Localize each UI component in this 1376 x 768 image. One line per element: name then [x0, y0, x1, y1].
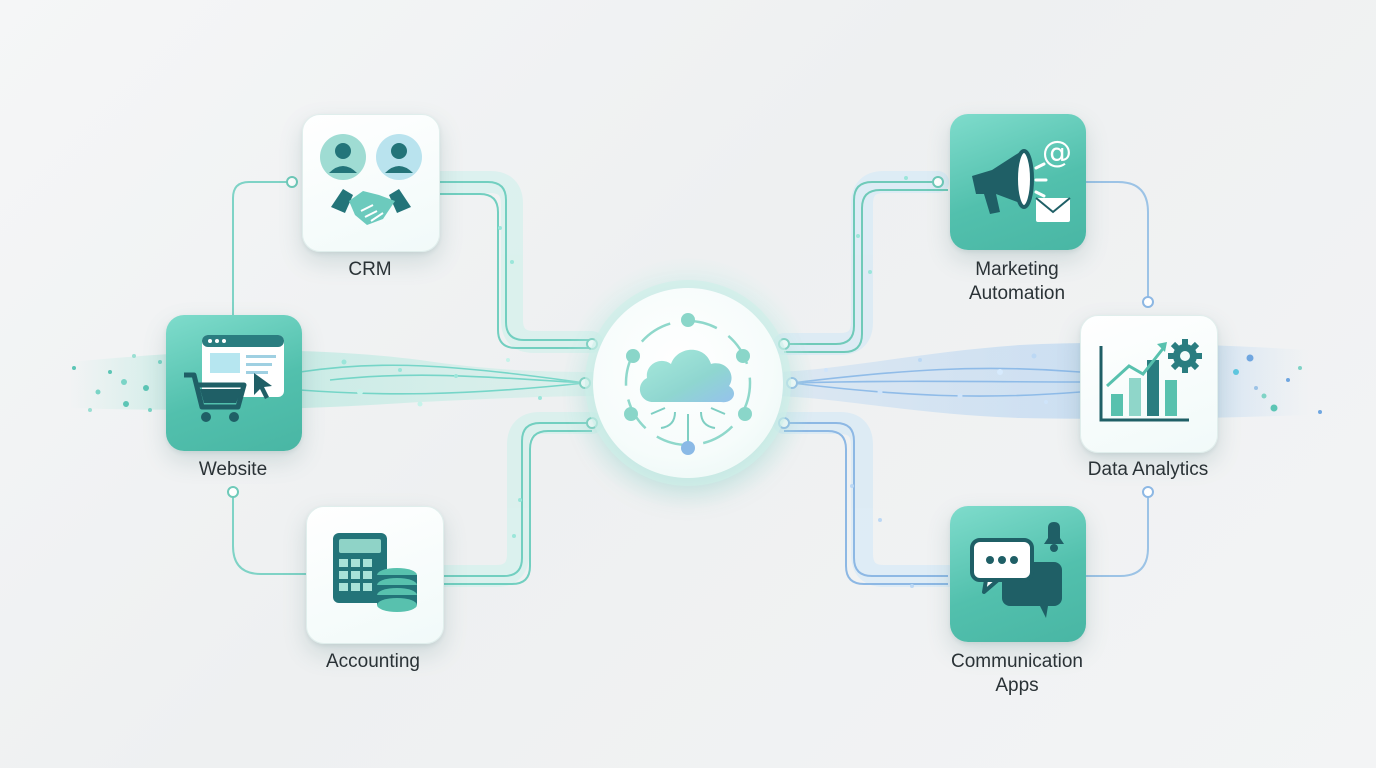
accounting-tile[interactable] [306, 506, 444, 644]
communication-tile[interactable] [950, 506, 1086, 642]
website-label: Website [198, 459, 268, 480]
data-particles [72, 176, 1322, 588]
analytics-tile[interactable] [1080, 315, 1218, 453]
shopping-cart-icon [184, 335, 284, 422]
communication-label-line2: Apps [995, 675, 1039, 696]
website-flow-lines [299, 364, 586, 395]
pipe-communication [784, 422, 948, 585]
website-data-band [70, 350, 600, 410]
marketing-label-line2: Automation [968, 283, 1066, 304]
bar-chart-icon [1099, 339, 1202, 422]
accounting-label: Accounting [325, 651, 420, 672]
outer-connectors-left [232, 181, 306, 575]
analytics-flow-lines [791, 367, 1081, 397]
handshake-icon [320, 134, 422, 225]
pipe-accounting [442, 422, 592, 585]
pipe-marketing [784, 181, 948, 353]
crm-label: CRM [348, 259, 392, 280]
chat-bubbles-icon [970, 522, 1064, 618]
svg-text:@: @ [1042, 135, 1072, 170]
analytics-data-band [776, 342, 1310, 419]
website-tile[interactable] [166, 315, 302, 451]
analytics-label: Data Analytics [1087, 459, 1209, 480]
cloud-icon [624, 313, 752, 455]
calculator-icon [333, 533, 417, 612]
cloud-hub [593, 288, 783, 478]
megaphone-icon: @ [972, 135, 1072, 222]
communication-label-line1: Communication [951, 651, 1083, 672]
marketing-tile[interactable]: @ [950, 114, 1086, 250]
outer-connectors-right [1085, 181, 1149, 577]
pipe-crm [440, 181, 592, 349]
marketing-label-line1: Marketing [975, 259, 1059, 280]
crm-tile[interactable] [302, 114, 440, 252]
